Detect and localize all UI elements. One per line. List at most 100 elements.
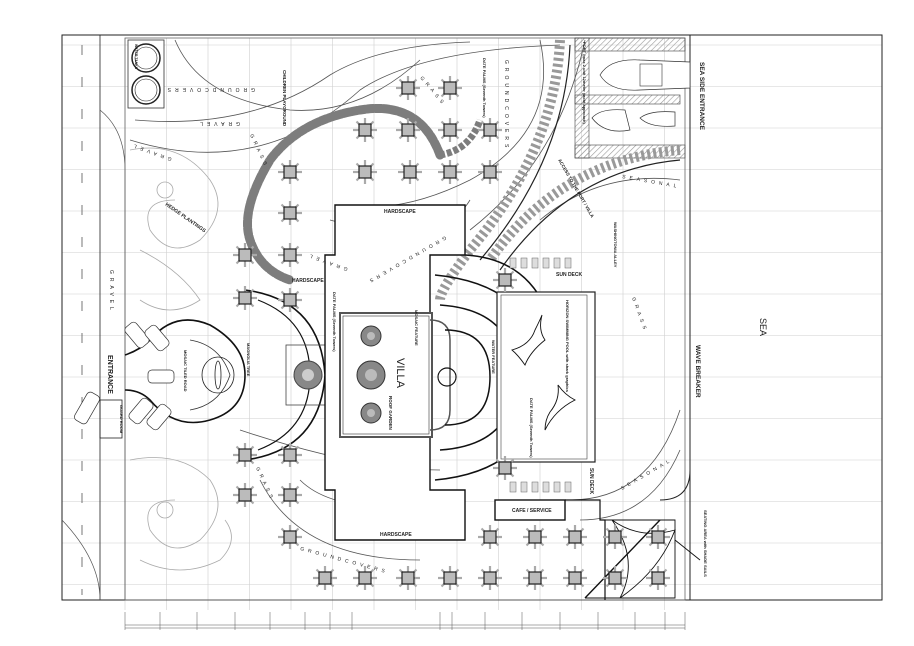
label-port: PORT (max 2 unit 12meter yacht approach) <box>582 42 587 124</box>
shade-sails <box>584 519 701 599</box>
label-gravel: GRAVEL <box>108 270 114 314</box>
palm-tree-icon <box>523 566 547 590</box>
label-groundcovers: GROUNDCOVERS <box>299 546 389 575</box>
palm-tree-icon <box>353 118 377 142</box>
car-icon <box>147 369 175 384</box>
palm-tree-icon <box>396 118 420 142</box>
lounger-icon <box>553 481 561 493</box>
palm-tree-icon <box>278 288 302 312</box>
label-wave-breaker: WAVE BREAKER <box>694 345 701 398</box>
palm-tree-icon <box>478 525 502 549</box>
label-roof-garden: ROOF GARDEN <box>388 396 393 430</box>
palm-alley <box>435 39 565 301</box>
pool <box>496 291 596 463</box>
lounger-icon <box>531 257 539 269</box>
car-icon <box>74 391 100 425</box>
label-guard-room: GUARD ROOM <box>119 405 124 434</box>
palm-tree-icon <box>278 483 302 507</box>
label-pool: HORIZON SWIMMING POOL with shark graphic… <box>565 300 570 393</box>
parked-cars <box>74 321 175 431</box>
label-sun-deck-bottom: SUN DECK <box>588 468 594 495</box>
car-icon <box>146 403 172 431</box>
lounger-icon <box>564 257 572 269</box>
palm-tree-icon <box>563 566 587 590</box>
palm-tree-icon <box>278 443 302 467</box>
lounger-icon <box>564 481 572 493</box>
label-date-palms-pool: DATE PALMS (Seventh Towers) <box>529 398 534 458</box>
mosaic-feature <box>437 367 457 387</box>
shark-graphic-icon <box>511 314 546 366</box>
boat-icon <box>591 109 631 132</box>
label-magnolia: MAGNOLIA TREE <box>246 343 251 377</box>
dimension-line <box>124 612 686 630</box>
label-groundcovers: GROUNDCOVERS <box>164 86 255 92</box>
palm-tree-icon <box>603 566 627 590</box>
sun-loungers <box>509 257 572 493</box>
label-access: ACCESS TO THE PORT / VILLA <box>557 158 595 219</box>
palm-tree-icon <box>398 160 422 184</box>
label-mosaic-road: MOSAIC TILED ROAD <box>183 350 188 392</box>
lounger-icon <box>509 481 517 493</box>
label-cafe: CAFE / SERVICE <box>512 508 552 514</box>
water-tanks <box>127 39 165 109</box>
label-palm-alley: WASHINGTONIA ALLEY <box>613 222 618 268</box>
label-water-tanks: WATER TANKS <box>134 44 138 70</box>
wave-breaker-curve <box>659 469 691 501</box>
label-entrance: ENTRANCE <box>106 355 113 394</box>
label-date-palms-top: DATE PALMS (Seventh Towers) <box>482 58 487 118</box>
palm-tree-icon <box>313 566 337 590</box>
label-villa: VILLA <box>394 358 406 389</box>
palm-tree-icon <box>493 268 517 292</box>
label-playground: CHILDREN PLAYGROUND <box>282 70 287 127</box>
label-water-feature: WATER FEATURE <box>491 340 496 374</box>
villa <box>324 204 466 541</box>
port <box>574 37 691 159</box>
label-hedge: HEDGE PLANTINGS <box>164 202 207 235</box>
palm-tree-icon <box>396 566 420 590</box>
label-grass: GRASS <box>630 297 648 334</box>
car-icon <box>124 321 150 349</box>
palm-tree-icon <box>438 566 462 590</box>
label-mosaic-feature: MOSAIC FEATURE <box>414 310 419 346</box>
palm-tree-icon <box>493 456 517 480</box>
entrance-court <box>99 289 332 461</box>
trees <box>233 76 670 590</box>
palm-tree-icon <box>603 525 627 549</box>
label-seasonal: SEASONAL <box>620 457 674 492</box>
palm-tree-icon <box>233 243 257 267</box>
label-hardscape-bottom: HARDSCAPE <box>380 532 412 538</box>
palm-tree-icon <box>353 566 377 590</box>
hedge-loop <box>439 118 484 159</box>
lounger-icon <box>520 481 528 493</box>
palm-tree-icon <box>438 76 462 100</box>
palm-tree-icon <box>278 243 302 267</box>
label-sun-deck-top: SUN DECK <box>556 272 583 278</box>
lounger-icon <box>509 257 517 269</box>
yacht-icon <box>599 59 691 91</box>
boat-icon <box>639 111 676 127</box>
lounger-icon <box>542 257 550 269</box>
label-date-palms-left: DATE PALMS (Seventh Towers) <box>332 292 337 352</box>
property-line <box>124 37 686 601</box>
guard-room <box>99 399 123 439</box>
label-hardscape-top: HARDSCAPE <box>384 209 416 215</box>
palm-tree-icon <box>278 201 302 225</box>
palm-tree-icon <box>478 118 502 142</box>
palm-tree-icon <box>233 483 257 507</box>
palm-tree-icon <box>478 160 502 184</box>
palm-tree-icon <box>646 525 670 549</box>
lounger-icon <box>553 257 561 269</box>
label-gravel: GRAVEL <box>129 141 172 162</box>
palm-tree-icon <box>438 160 462 184</box>
label-hardscape-mid: HARDSCAPE <box>292 278 324 284</box>
label-gravel: GRAVEL <box>196 120 240 126</box>
cafe-service <box>494 499 606 600</box>
label-sea-side-entrance: SEA SIDE ENTRANCE <box>698 62 705 131</box>
label-seasonal: SEASONAL <box>622 174 681 190</box>
lounger-icon <box>520 257 528 269</box>
palm-tree-icon <box>233 286 257 310</box>
access-path-edge <box>499 159 681 271</box>
palm-tree-icon <box>278 160 302 184</box>
